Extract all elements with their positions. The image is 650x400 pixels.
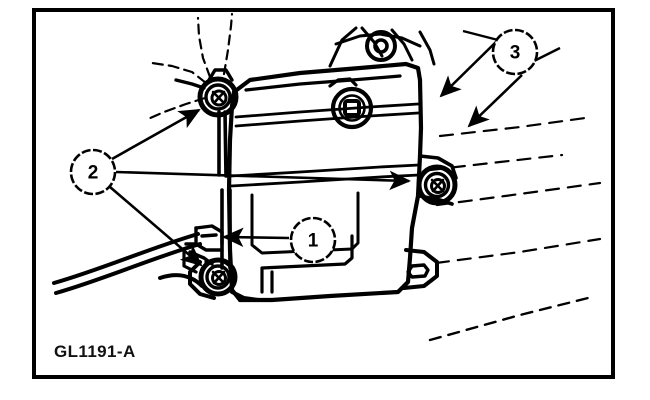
callout-1-leader <box>222 227 290 248</box>
leader-to-bracket-upper <box>439 39 499 98</box>
leader-to-right-bolt <box>115 170 411 191</box>
callout-2-circle[interactable] <box>69 148 117 196</box>
leader-to-connector-tab <box>222 227 290 248</box>
leader-to-bracket-lower <box>467 74 523 128</box>
leader-to-upper-left-bolt <box>111 108 201 161</box>
lower-left-bolt <box>198 257 238 297</box>
callout-2-leaders <box>109 108 411 267</box>
background-context-lines-lower <box>428 295 594 342</box>
callout-2[interactable]: 2 <box>69 148 117 196</box>
slotted-mounting-tab <box>402 248 439 290</box>
upper-bracket-arm <box>146 12 234 121</box>
leader-to-lower-left-bolt <box>109 186 203 267</box>
callout-1-label: 1 <box>308 231 319 252</box>
figure-id-label: GL1191-A <box>54 342 136 361</box>
harness-termination <box>158 273 204 288</box>
square-boss-feature <box>330 86 374 130</box>
module-top-ridge <box>244 74 402 92</box>
callout-1-circle[interactable] <box>289 216 337 264</box>
illustration-linework <box>52 12 602 342</box>
upper-left-bolt <box>197 76 239 118</box>
callout-1[interactable]: 1 <box>289 216 337 264</box>
round-boss-feature <box>365 30 397 62</box>
lower-bracket-skirt <box>188 260 260 302</box>
callout-2-label: 2 <box>88 163 99 184</box>
figure-border <box>32 8 615 379</box>
module-face-inset-lower <box>260 234 354 294</box>
callout-3-leaders <box>439 39 523 128</box>
right-bolt <box>416 164 458 206</box>
callout-3-circle[interactable] <box>491 28 539 76</box>
callout-3[interactable]: 3 <box>491 28 539 76</box>
bracket-arm-solid <box>174 68 234 90</box>
callout-3-label: 3 <box>510 43 521 64</box>
